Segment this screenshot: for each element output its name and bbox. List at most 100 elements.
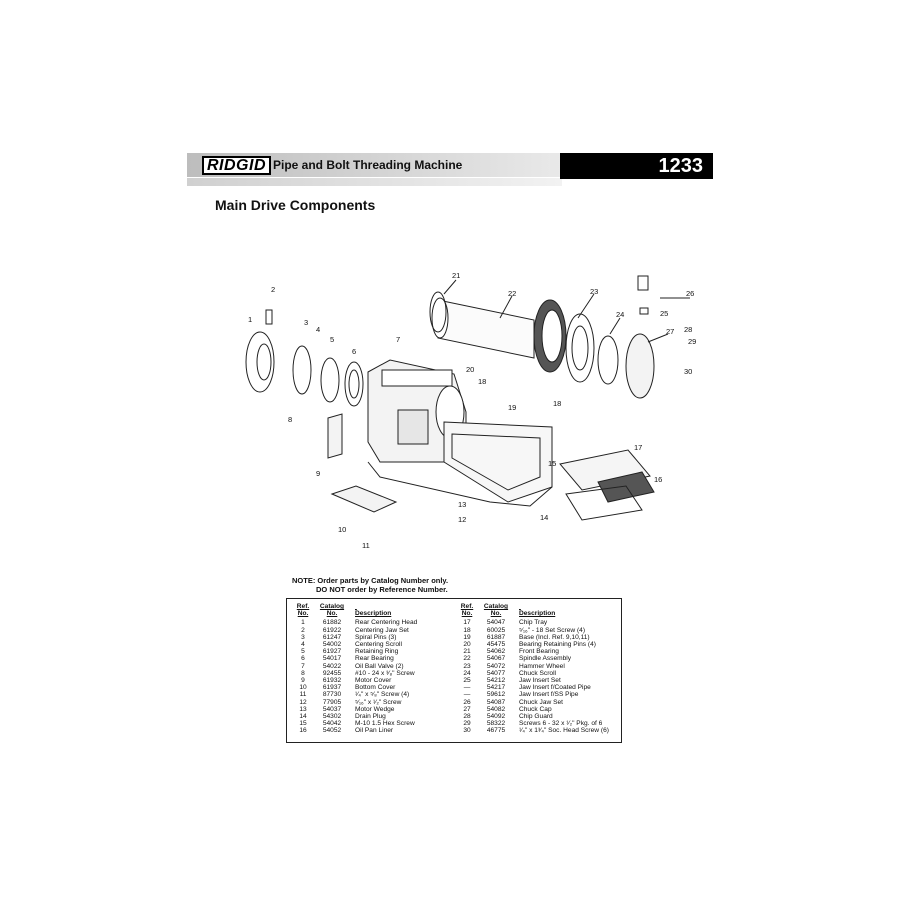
callout-label: 17	[634, 443, 642, 452]
callout-label: 7	[396, 335, 400, 344]
description-cell: Motor Wedge	[355, 705, 395, 713]
catalog-cell: 61247	[322, 633, 342, 641]
catalog-cell: 54082	[486, 705, 506, 713]
catalog-cell: 54002	[322, 641, 342, 649]
callout-label: 8	[288, 415, 292, 424]
catalog-cell: 77905	[322, 698, 342, 706]
table-row: 1 61882 Rear Centering Head	[293, 619, 460, 626]
catalog-cell: 61882	[322, 619, 342, 627]
catalog-cell: 54052	[322, 727, 342, 735]
catalog-cell: 54092	[486, 713, 506, 721]
catalog-cell: 54072	[486, 662, 506, 670]
catalog-cell: 46775	[486, 727, 506, 735]
table-row: 28 54092 Chip Guard	[457, 713, 624, 720]
callout-label: 20	[466, 365, 474, 374]
ref-cell: 30	[463, 727, 471, 735]
callout-label: 24	[616, 310, 624, 319]
description-cell: Jaw Insert Set	[519, 677, 561, 685]
ref-cell: 9	[301, 677, 305, 685]
catalog-cell: 54077	[486, 669, 506, 677]
ref-cell: 5	[301, 648, 305, 656]
ref-cell: 1	[301, 619, 305, 627]
catalog-cell: 54042	[322, 720, 342, 728]
description-cell: ¹⁄₄" x ⁵⁄₈" Screw (4)	[355, 691, 410, 699]
header-cat-top: Catalog	[319, 603, 345, 610]
ref-cell: 17	[463, 619, 471, 627]
callout-label: 6	[352, 347, 356, 356]
callout-label: 27	[666, 327, 674, 336]
description-cell: Bottom Cover	[355, 684, 396, 692]
callout-label: 15	[548, 459, 556, 468]
catalog-cell: 61937	[322, 684, 342, 692]
ref-cell: 12	[299, 698, 307, 706]
ref-cell: 2	[301, 626, 305, 634]
callout-label: 1	[248, 315, 252, 324]
ref-cell: 6	[301, 655, 305, 663]
callout-label: 14	[540, 513, 548, 522]
callout-label: 30	[684, 367, 692, 376]
catalog-cell: 54217	[486, 684, 506, 692]
callout-label: 3	[304, 318, 308, 327]
header-description: Description	[519, 610, 556, 618]
description-cell: Chip Tray	[519, 619, 548, 627]
callout-label: 16	[654, 475, 662, 484]
ref-cell: 28	[463, 713, 471, 721]
header-description: Description	[355, 610, 392, 618]
ref-cell: 22	[463, 655, 471, 663]
catalog-cell: 59612	[486, 691, 506, 699]
catalog-cell: 58322	[486, 720, 506, 728]
description-cell: Base (Incl. Ref. 9,10,11)	[519, 633, 590, 641]
description-cell: Jaw Insert f/SS Pipe	[519, 691, 579, 699]
ref-cell: 7	[301, 662, 305, 670]
ref-cell: 25	[463, 677, 471, 685]
ref-cell: 24	[463, 669, 471, 677]
ref-cell: 15	[299, 720, 307, 728]
description-cell: Oil Ball Valve (2)	[355, 662, 404, 670]
description-cell: Screws 6 - 32 x ¹⁄₂" Pkg. of 6	[519, 720, 603, 728]
ref-cell: 10	[299, 684, 307, 692]
description-cell: Rear Centering Head	[355, 619, 418, 627]
callout-label: 25	[660, 309, 668, 318]
exploded-parts-diagram: 1 2 3 4 5 6 7 8 9 10 11 12 13 14 15 16 1…	[245, 271, 696, 550]
callout-label: 29	[688, 337, 696, 346]
model-number: 1233	[658, 155, 704, 177]
callout-label: 21	[452, 271, 460, 280]
callout-label: 9	[316, 469, 320, 478]
catalog-cell: 61927	[322, 648, 342, 656]
catalog-cell: 54212	[486, 677, 506, 685]
catalog-cell: 61887	[486, 633, 506, 641]
callout-label: 26	[686, 289, 694, 298]
callout-label: 28	[684, 325, 692, 334]
description-cell: Spiral Pins (3)	[355, 633, 397, 641]
description-cell: Chip Guard	[519, 713, 553, 721]
table-row: 10 61937 Bottom Cover	[293, 684, 460, 691]
header-underline-band	[187, 178, 562, 186]
catalog-cell: 54022	[322, 662, 342, 670]
ref-cell: 19	[463, 633, 471, 641]
callout-label: 12	[458, 515, 466, 524]
description-cell: Oil Pan Liner	[355, 727, 394, 735]
description-cell: Jaw Insert f/Coated Pipe	[519, 684, 591, 692]
product-title: Pipe and Bolt Threading Machine	[273, 158, 463, 172]
catalog-cell: 45475	[486, 641, 506, 649]
description-cell: Drain Plug	[355, 713, 386, 721]
table-row: 19 61887 Base (Incl. Ref. 9,10,11)	[457, 634, 624, 641]
